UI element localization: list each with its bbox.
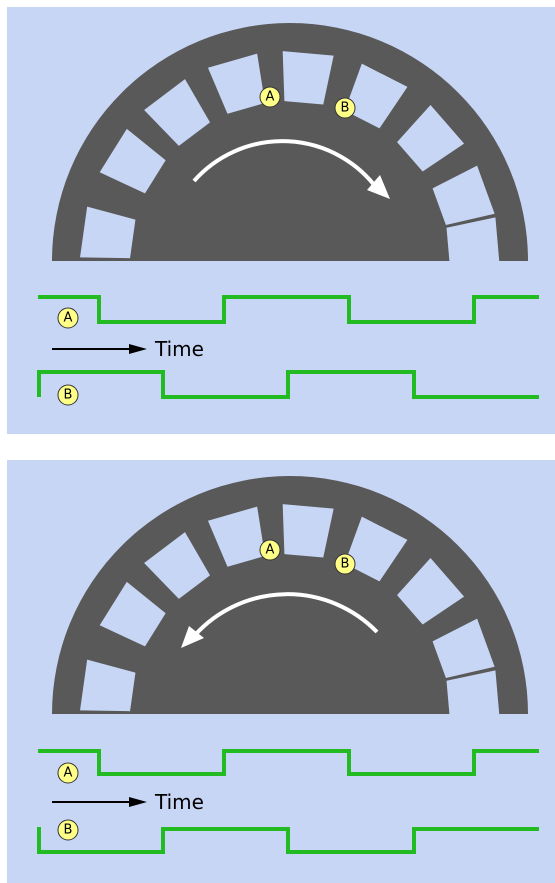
time-label: Time xyxy=(154,790,204,814)
encoder-diagram-clockwise: A B A Time B xyxy=(37,23,539,406)
sensor-a-label: A xyxy=(266,90,275,105)
rotation-arrowhead-clockwise xyxy=(367,175,390,199)
sensor-a-badge: A xyxy=(259,539,281,561)
waveform-b-label: B xyxy=(64,388,73,403)
sensor-a-badge: A xyxy=(259,86,281,108)
encoder-slots xyxy=(80,51,500,269)
waveform-a-badge: A xyxy=(57,307,79,329)
sensor-b-badge: B xyxy=(334,553,356,575)
encoder-slot xyxy=(99,128,166,194)
encoder-slot xyxy=(144,532,210,599)
encoder-slot xyxy=(397,557,465,625)
waveform-a-label: A xyxy=(64,311,73,326)
time-label: Time xyxy=(154,337,204,361)
encoder-slot xyxy=(282,51,334,105)
encoder-slot xyxy=(344,63,408,129)
encoder-slot xyxy=(282,504,334,558)
waveform-a-badge: A xyxy=(57,762,79,784)
encoder-slots xyxy=(80,504,500,722)
waveform-a xyxy=(38,295,539,324)
waveform-a-label: A xyxy=(64,766,73,781)
waveform-b-label: B xyxy=(64,823,73,838)
encoder-slot xyxy=(207,53,265,114)
encoder-slot xyxy=(144,79,210,146)
time-arrowhead xyxy=(129,797,147,807)
encoder-slot xyxy=(446,670,500,722)
encoder-slot xyxy=(207,506,265,567)
encoder-slot xyxy=(446,217,500,269)
sensor-a-label: A xyxy=(266,543,275,558)
waveform-a xyxy=(38,749,539,776)
waveform-b-badge: B xyxy=(57,819,79,841)
encoder-slot xyxy=(432,618,495,679)
sensor-b-label: B xyxy=(341,557,350,572)
encoder-slot xyxy=(80,659,136,712)
time-arrowhead xyxy=(129,344,147,354)
encoder-slot xyxy=(432,165,495,226)
sensor-b-label: B xyxy=(341,101,350,116)
rotation-arrowhead-counterclockwise xyxy=(181,626,204,648)
encoder-panel-clockwise: A B A Time B xyxy=(7,7,555,434)
waveform-b-badge: B xyxy=(57,384,79,406)
rotation-arrow-counterclockwise xyxy=(193,592,379,637)
encoder-slot xyxy=(344,516,408,582)
encoder-slot xyxy=(99,581,166,647)
encoder-slot xyxy=(80,206,136,259)
waveform-b xyxy=(37,827,539,854)
encoder-diagram-counterclockwise: A B A Time B xyxy=(37,476,539,854)
waveform-b xyxy=(37,370,539,399)
encoder-panel-counterclockwise: A B A Time B xyxy=(7,460,555,883)
sensor-b-badge: B xyxy=(334,97,356,119)
rotation-arrow-clockwise xyxy=(192,139,380,192)
encoder-slot xyxy=(397,104,465,172)
